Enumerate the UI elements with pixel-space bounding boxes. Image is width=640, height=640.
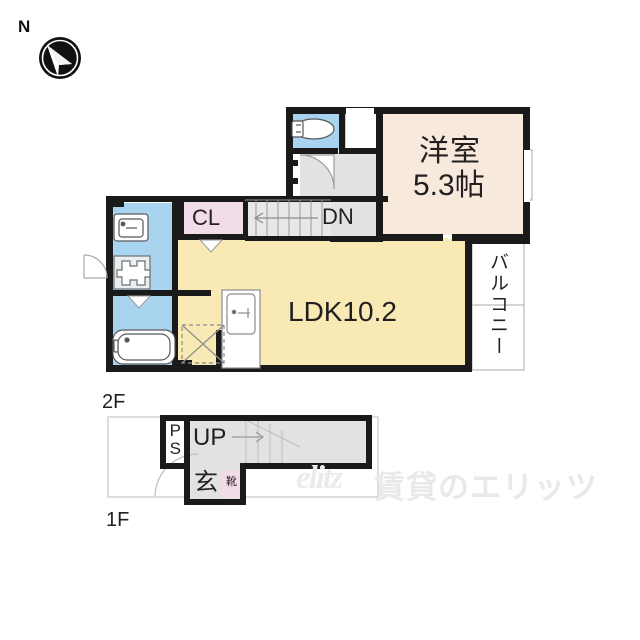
entrance-label: 玄 — [194, 469, 218, 496]
1f-wall-top — [160, 415, 372, 421]
wall-bath-ldk — [172, 294, 178, 372]
stairs-down-label: DN — [322, 204, 354, 229]
1f-walls — [160, 415, 372, 505]
wall-jog-2 — [106, 202, 124, 207]
1f-ps-fill — [163, 420, 185, 468]
window-bedroom-top — [346, 108, 374, 114]
wall-hall-top-right — [339, 148, 383, 154]
bathtub-icon — [112, 329, 176, 365]
wall-cl-bottom — [178, 234, 246, 240]
bedroom-name-label: 洋室 — [419, 135, 481, 168]
1f-wall-right — [366, 415, 372, 468]
door-marker-washroom — [126, 295, 152, 309]
stairs-1f-arrow — [232, 431, 265, 443]
1f-wall-ps-right — [184, 415, 190, 469]
1f-wall-ps-left — [160, 415, 166, 469]
wall-cl-right — [243, 198, 248, 240]
hall-fill-upper — [300, 152, 383, 198]
pipe-shaft-label: PS — [165, 421, 185, 457]
wall-toilet-left — [286, 107, 293, 155]
kitchen-icon — [221, 289, 261, 369]
wall-kitchen-stub — [216, 330, 222, 368]
wall-top-cl — [183, 196, 388, 202]
1f-wall-entrance-left — [184, 463, 190, 505]
wall-notch-b — [286, 178, 298, 184]
1f-wall-bottom-right — [240, 463, 372, 469]
wall-jog-3 — [106, 252, 113, 258]
2f-fixtures — [83, 108, 530, 369]
floor-label-2f: 2F — [102, 391, 126, 413]
stairs-fill — [245, 200, 331, 238]
storage-icon — [181, 324, 225, 364]
stairs-direction-arrow — [253, 212, 318, 224]
wall-jog-1 — [175, 290, 211, 296]
toilet-icon — [291, 118, 335, 140]
wall-bedroom-bottom — [383, 234, 443, 241]
wall-ldk-right — [465, 238, 472, 372]
wall-left-outer — [106, 196, 113, 372]
bedroom-size-label: 5.3帖 — [413, 169, 485, 202]
compass-icon — [39, 37, 81, 79]
1f-wall-entrance-bottom — [184, 499, 246, 505]
door-swing-hall — [299, 154, 335, 190]
door-swing-entry-2f — [83, 254, 108, 279]
1f-corridor-fill — [160, 420, 370, 468]
1f-plan — [107, 415, 379, 505]
wall-top-bedroom — [286, 107, 530, 114]
wall-toilet-bottom — [286, 148, 338, 154]
wall-balcony-top — [465, 237, 530, 244]
closet-fill — [183, 198, 245, 238]
wall-balcony-left-small — [465, 237, 472, 255]
wall-bottom-outer — [106, 365, 472, 372]
wall-wash-ldk — [172, 202, 178, 294]
compass-north-label: N — [18, 17, 31, 36]
washing-machine-icon — [113, 255, 151, 290]
closet-label: CL — [192, 205, 221, 230]
wall-top-left-block — [106, 196, 246, 202]
stairs-1f-icon — [245, 419, 301, 468]
wall-wash-bath-2 — [113, 290, 175, 296]
1f-shoebox-fill — [222, 470, 242, 498]
floor-label-1f: 1F — [106, 509, 130, 531]
wall-bedroom-left — [376, 107, 383, 237]
window-bedroom-right — [524, 150, 530, 202]
ldk-label: LDK10.2 — [288, 296, 397, 327]
stairs-up-label: UP — [193, 424, 227, 451]
2f-room-fills — [108, 110, 528, 370]
wall-toilet-right — [339, 107, 345, 153]
1f-wall-ps-bottom — [160, 463, 190, 469]
bedroom-fill — [383, 110, 528, 235]
1f-wall-entrance-right — [240, 463, 246, 505]
door-marker-cl — [198, 239, 224, 253]
balcony-label: バルコニー — [486, 252, 508, 357]
wall-notch-a — [286, 160, 298, 166]
wall-hall-left — [286, 152, 293, 198]
shoe-box-label: 靴 — [226, 476, 237, 488]
washbasin-icon — [113, 213, 149, 242]
wall-hall-bottom — [330, 236, 383, 242]
wall-cl-left — [178, 198, 184, 240]
wall-stairs-bottom — [245, 236, 345, 241]
